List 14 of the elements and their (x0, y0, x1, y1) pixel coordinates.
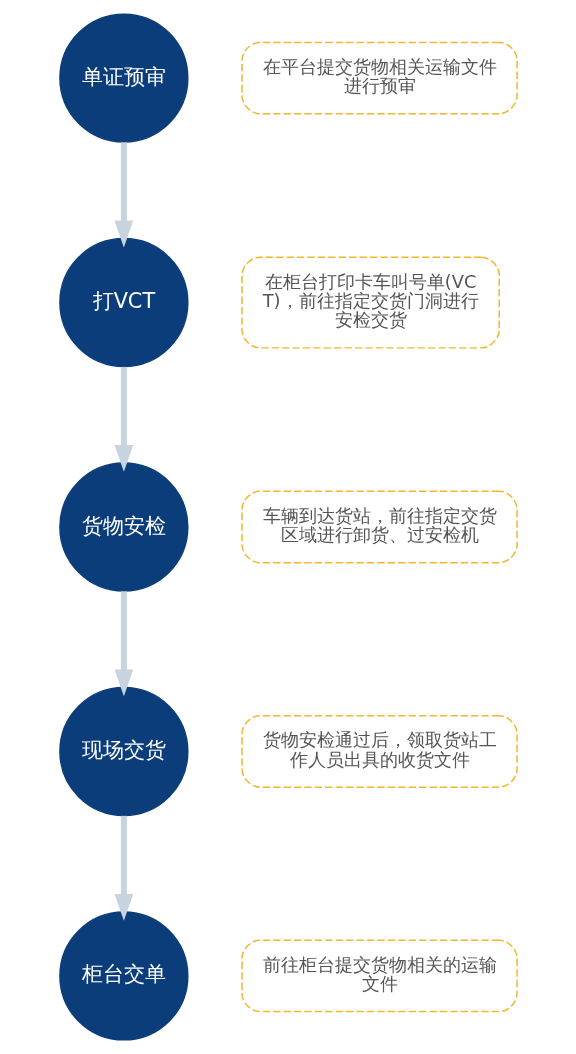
node-circle: 单证预审 (58, 13, 189, 143)
node-box: 在平台提交货物相关运输文件进行预审 (240, 41, 518, 115)
arrow (113, 142, 133, 248)
node-box: 在柜台打印卡车叫号单(VCT)，前往指定交货门洞进行安检交货 (240, 256, 500, 349)
arrow (113, 366, 133, 472)
node-circle: 柜台交单 (58, 911, 189, 1041)
node-circle: 现场交货 (58, 686, 189, 817)
arrow (113, 591, 133, 697)
node-box: 前往柜台提交货物相关的运输文件 (240, 939, 518, 1013)
node-box: 车辆到达货站，前往指定交货区域进行卸货、过安检机 (240, 490, 518, 564)
arrow (113, 815, 133, 921)
node-box: 货物安检通过后，领取货站工作人员出具的收货文件 (240, 715, 518, 788)
node-circle: 货物安检 (58, 462, 189, 592)
node-circle: 打VCT (58, 237, 189, 368)
